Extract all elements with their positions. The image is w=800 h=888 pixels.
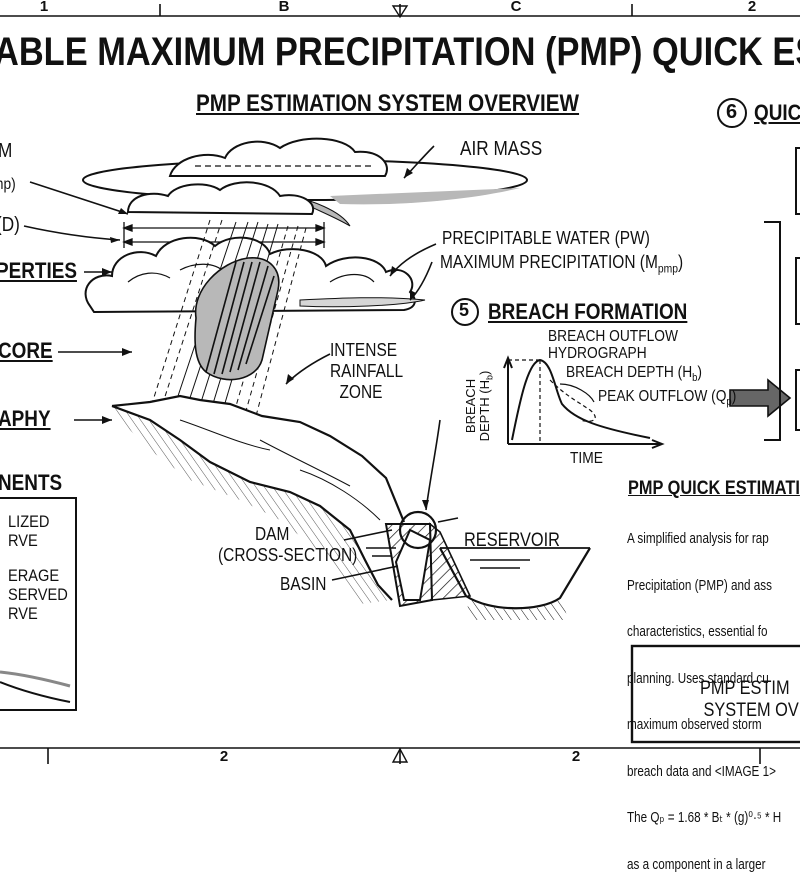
summary-line-2: Precipitation (PMP) and ass	[627, 576, 773, 594]
breach-depth-text: BREACH DEPTH (H	[566, 364, 693, 381]
summary-title: PMP QUICK ESTIMATI	[628, 478, 800, 499]
label-core: CORE	[0, 338, 53, 363]
summary-line-5: maximum observed storm	[627, 716, 762, 733]
hydrograph-x-axis-label: TIME	[570, 450, 603, 467]
label-breach-depth: BREACH DEPTH (Hb)	[566, 364, 703, 385]
label-precipitable-water: PRECIPITABLE WATER (PW)	[442, 228, 650, 248]
dam-line-1: DAM	[254, 524, 290, 544]
max-precip-text: MAXIMUM PRECIPITATION (M	[440, 252, 658, 272]
label-maximum-precipitation: MAXIMUM PRECIPITATION (Mpmp)	[440, 252, 683, 276]
label-arrowheads	[102, 168, 429, 510]
hydrograph-y-axis-label: BREACH DEPTH (Hb)	[463, 366, 497, 446]
system-box-line-1: PMP ESTIM	[700, 678, 790, 699]
y-axis-sub: b	[484, 374, 495, 380]
summary-line-7: The Qₚ = 1.68 * Bₜ * (g)⁰·⁵ * H	[627, 809, 782, 826]
section-5-number: 5	[459, 300, 470, 320]
components-legend-2: ERAGE SERVED RVE	[8, 566, 68, 623]
label-air-mass: AIR MASS	[460, 138, 543, 160]
summary-line-8: as a component in a larger	[627, 855, 766, 873]
label-basin: BASIN	[280, 574, 327, 594]
label-mpmp: mp)	[0, 176, 16, 193]
grid-label-bottom-left: 2	[219, 748, 229, 765]
max-precip-sub: pmp	[657, 261, 678, 276]
system-overview-box	[630, 644, 800, 744]
label-properties: PERTIES	[0, 258, 77, 283]
center-mark-bottom-icon	[391, 747, 409, 763]
system-box-line-2: SYSTEM OVE	[703, 700, 800, 721]
hydrograph-title-line-2: HYDROGRAPH	[548, 345, 647, 362]
hydrograph-title-line-1: BREACH OUTFLOW	[548, 328, 678, 345]
grid-label-top-c: C	[510, 0, 522, 15]
peak-outflow-sub: p	[726, 396, 732, 409]
legend-line-1: LIZED	[8, 512, 50, 531]
overview-subtitle: PMP ESTIMATION SYSTEM OVERVIEW	[196, 90, 580, 117]
breach-hydrograph	[503, 355, 665, 449]
legend-line-4: SERVED	[8, 585, 68, 604]
label-storm: M	[0, 140, 12, 163]
quick-estimation-boxes	[764, 147, 800, 441]
diagram-canvas	[0, 4, 800, 764]
label-reservoir: RESERVOIR	[464, 530, 560, 551]
terrain-profile	[111, 394, 410, 604]
components-title: NENTS	[0, 470, 63, 495]
section-6-circle	[717, 98, 747, 128]
storm-core	[194, 257, 280, 381]
grid-label-top-1: 1	[39, 0, 49, 15]
air-mass-cloud	[82, 137, 528, 227]
grid-label-bottom-right: 2	[571, 748, 581, 765]
intense-line-2: RAINFALL	[330, 361, 404, 381]
section-6-title: QUIC	[754, 100, 800, 125]
section-5-circle	[451, 298, 479, 326]
legend-line-3: ERAGE	[8, 566, 60, 585]
summary-line-3: characteristics, essential fo	[627, 623, 768, 640]
label-intense-rainfall: INTENSE RAINFALL ZONE	[330, 340, 404, 403]
system-box-text: PMP ESTIM SYSTEM OVE	[700, 678, 800, 722]
hydrograph-title: BREACH OUTFLOW HYDROGRAPH	[548, 328, 678, 362]
legend-line-5: RVE	[8, 604, 38, 623]
page-title: ABLE MAXIMUM PRECIPITATION (PMP) QUICK E…	[0, 30, 800, 74]
label-topography: APHY	[0, 406, 51, 431]
intense-line-1: INTENSE	[330, 340, 398, 360]
components-legend-1: LIZED RVE	[8, 512, 49, 550]
dam-line-2: (CROSS-SECTION)	[218, 545, 358, 565]
reservoir-dam-section	[366, 510, 591, 620]
intense-line-3: ZONE	[339, 382, 383, 402]
grid-label-top-b: B	[278, 0, 290, 15]
breach-title: BREACH FORMATION	[488, 299, 688, 324]
components-chart	[0, 497, 77, 711]
legend-line-2: RVE	[8, 531, 38, 550]
y-axis-line-1: BREACH	[463, 378, 478, 434]
grid-label-top-2: 2	[747, 0, 757, 15]
section-6-number: 6	[726, 101, 738, 123]
breach-depth-sub: b	[692, 372, 698, 385]
y-axis-text: DEPTH (H	[477, 379, 492, 442]
label-dam: DAM (CROSS-SECTION)	[218, 524, 358, 566]
summary-line-6: breach data and <IMAGE 1>	[627, 762, 776, 780]
label-depth: (D)	[0, 214, 20, 236]
label-peak-outflow: PEAK OUTFLOW (Qp)	[598, 388, 737, 409]
summary-line-1: A simplified analysis for rap	[627, 530, 769, 547]
summary-line-4: planning. Uses standard cu	[627, 669, 769, 687]
y-axis-line-2: DEPTH (Hb)	[477, 370, 495, 442]
max-precip-end: )	[677, 252, 684, 272]
peak-outflow-text: PEAK OUTFLOW (Q	[598, 388, 727, 405]
center-mark-top-icon	[391, 5, 409, 19]
summary-text: A simplified analysis for rap Precipitat…	[627, 500, 781, 888]
